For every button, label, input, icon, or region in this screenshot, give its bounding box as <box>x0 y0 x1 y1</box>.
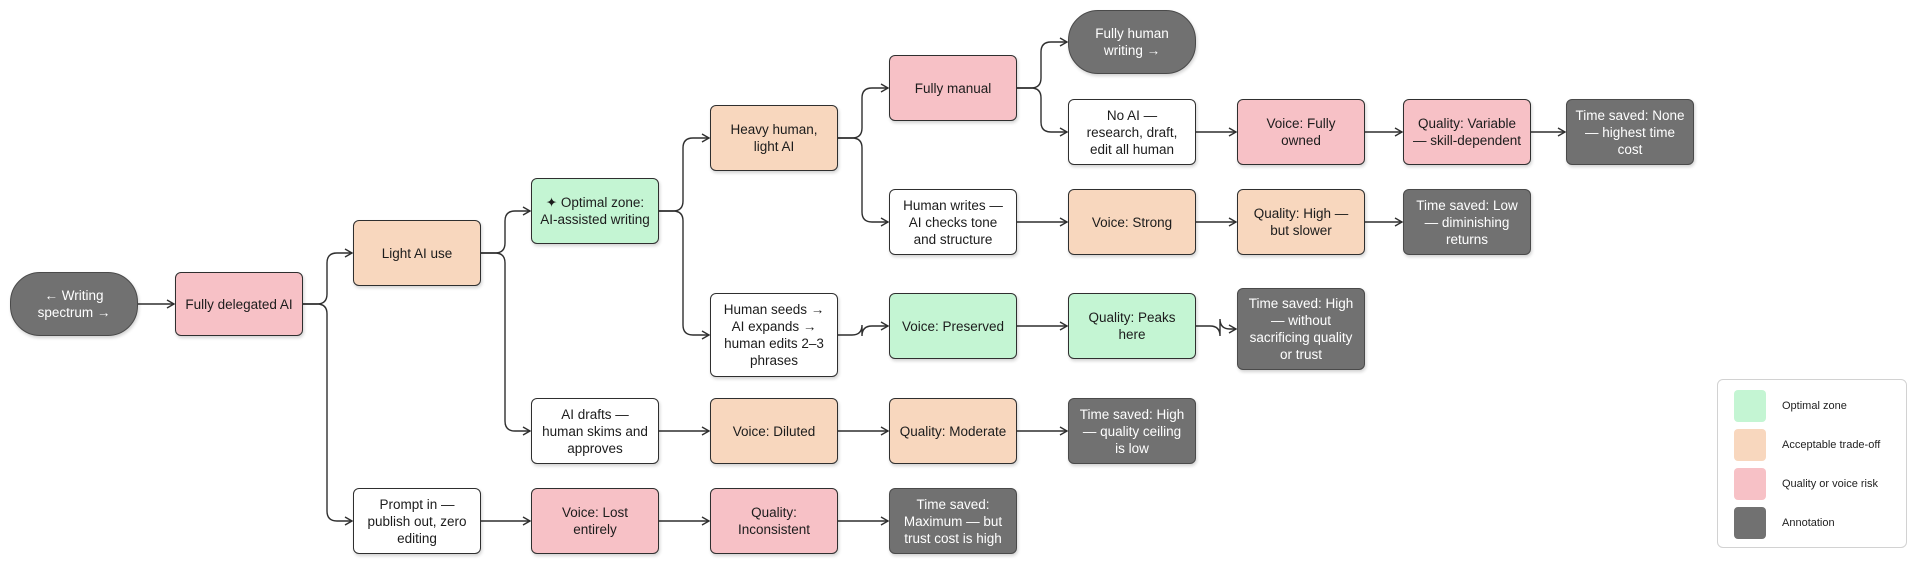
legend-swatch-optimal <box>1734 390 1766 422</box>
node-quality-variable: Quality: Variable — skill-dependent <box>1403 99 1531 165</box>
legend-swatch-risk <box>1734 468 1766 500</box>
node-time-low: Time saved: Low — diminishing returns <box>1403 189 1531 255</box>
edge-fully-manual-to-fully-human <box>1017 37 1069 89</box>
edge-optimal-to-human-seeds <box>659 210 711 340</box>
node-time-high: Time saved: High — without sacrificing q… <box>1237 288 1365 370</box>
node-root: ← Writing spectrum → <box>10 272 138 336</box>
node-voice-owned: Voice: Fully owned <box>1237 99 1365 165</box>
node-quality-high-slower: Quality: High — but slower <box>1237 189 1365 255</box>
edge-optimal-to-heavy-human <box>659 133 711 212</box>
legend-swatch-annotation <box>1734 507 1766 539</box>
node-ai-drafts: AI drafts — human skims and approves <box>531 398 659 464</box>
legend-label: Annotation <box>1782 517 1835 529</box>
legend-item-annotation: Annotation <box>1734 507 1835 539</box>
node-heavy-human: Heavy human, light AI <box>710 105 838 171</box>
edge-fully-manual-to-no-ai <box>1017 87 1069 137</box>
legend: Optimal zone Acceptable trade-off Qualit… <box>1717 379 1907 548</box>
node-fully-manual: Fully manual <box>889 55 1017 121</box>
edge-fully-delegated-to-prompt-in <box>303 303 354 526</box>
node-time-max: Time saved: Maximum — but trust cost is … <box>889 488 1017 554</box>
edge-heavy-human-to-fully-manual <box>838 83 890 139</box>
legend-label: Acceptable trade-off <box>1782 439 1881 451</box>
edge-light-ai-to-optimal <box>481 206 532 254</box>
legend-label: Quality or voice risk <box>1782 478 1878 490</box>
node-time-ceiling: Time saved: High — quality ceiling is lo… <box>1068 398 1196 464</box>
node-voice-strong: Voice: Strong <box>1068 189 1196 255</box>
node-quality-inconsistent: Quality: Inconsistent <box>710 488 838 554</box>
legend-swatch-tradeoff <box>1734 429 1766 461</box>
node-light-ai: Light AI use <box>353 220 481 286</box>
edge-quality-peaks-to-time-high <box>1196 318 1238 337</box>
legend-item-optimal: Optimal zone <box>1734 390 1847 422</box>
node-voice-diluted: Voice: Diluted <box>710 398 838 464</box>
node-quality-moderate: Quality: Moderate <box>889 398 1017 464</box>
legend-item-risk: Quality or voice risk <box>1734 468 1878 500</box>
legend-item-tradeoff: Acceptable trade-off <box>1734 429 1880 461</box>
node-optimal: ✦ Optimal zone: AI-assisted writing <box>531 178 659 244</box>
node-voice-lost: Voice: Lost entirely <box>531 488 659 554</box>
legend-label: Optimal zone <box>1782 400 1847 412</box>
node-time-none: Time saved: None — highest time cost <box>1566 99 1694 165</box>
edge-human-seeds-to-voice-preserved <box>838 321 890 337</box>
edge-light-ai-to-ai-drafts <box>481 252 532 436</box>
edge-fully-delegated-to-light-ai <box>303 248 354 305</box>
node-quality-peaks: Quality: Peaks here <box>1068 293 1196 359</box>
node-fully-human: Fully human writing → <box>1068 10 1196 74</box>
node-fully-delegated: Fully delegated AI <box>175 272 303 336</box>
edge-heavy-human-to-human-writes <box>838 137 890 227</box>
node-human-writes: Human writes — AI checks tone and struct… <box>889 189 1017 255</box>
node-no-ai: No AI — research, draft, edit all human <box>1068 99 1196 165</box>
node-prompt-in: Prompt in — publish out, zero editing <box>353 488 481 554</box>
node-voice-preserved: Voice: Preserved <box>889 293 1017 359</box>
node-human-seeds: Human seeds → AI expands → human edits 2… <box>710 293 838 377</box>
